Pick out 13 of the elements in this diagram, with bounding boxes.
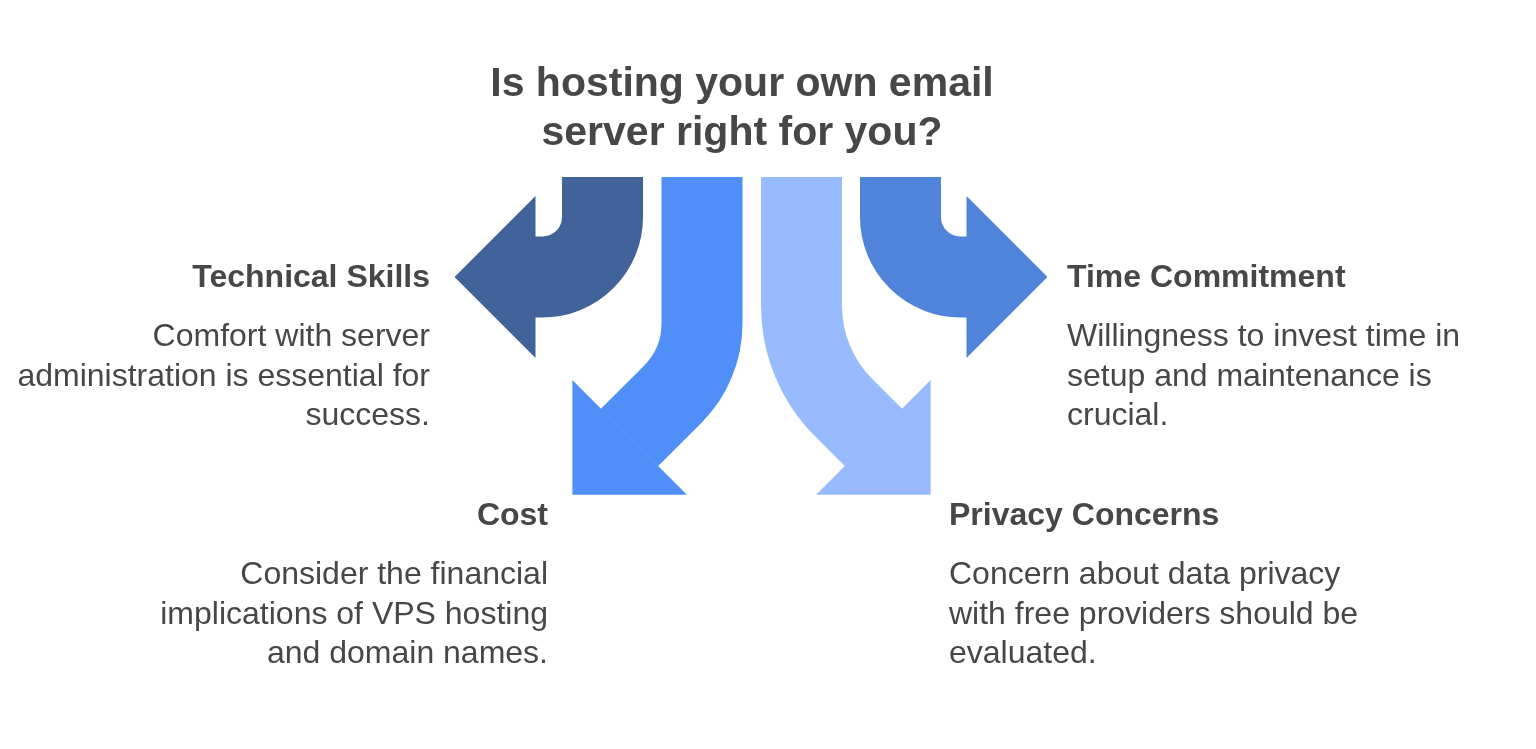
heading: Privacy Concerns <box>949 495 1221 533</box>
curved-arrow <box>454 176 643 358</box>
description: Consider the financial implications of VPS hosting and domain names. <box>159 554 548 672</box>
description: Comfort with server administration is essential for success. <box>16 316 430 434</box>
curved-arrow <box>860 176 1048 358</box>
diagram-title: Is hosting your own email server right for you? <box>489 58 995 156</box>
heading: Technical Skills <box>191 257 430 295</box>
description: Willingness to invest time in setup and maintenance is crucial. <box>1067 316 1462 434</box>
heading: Time Commitment <box>1067 257 1347 295</box>
curved-arrow <box>572 177 743 495</box>
curved-arrow <box>761 177 931 495</box>
heading: Cost <box>475 495 548 533</box>
description: Concern about data privacy with free providers should be evaluated. <box>949 554 1360 672</box>
